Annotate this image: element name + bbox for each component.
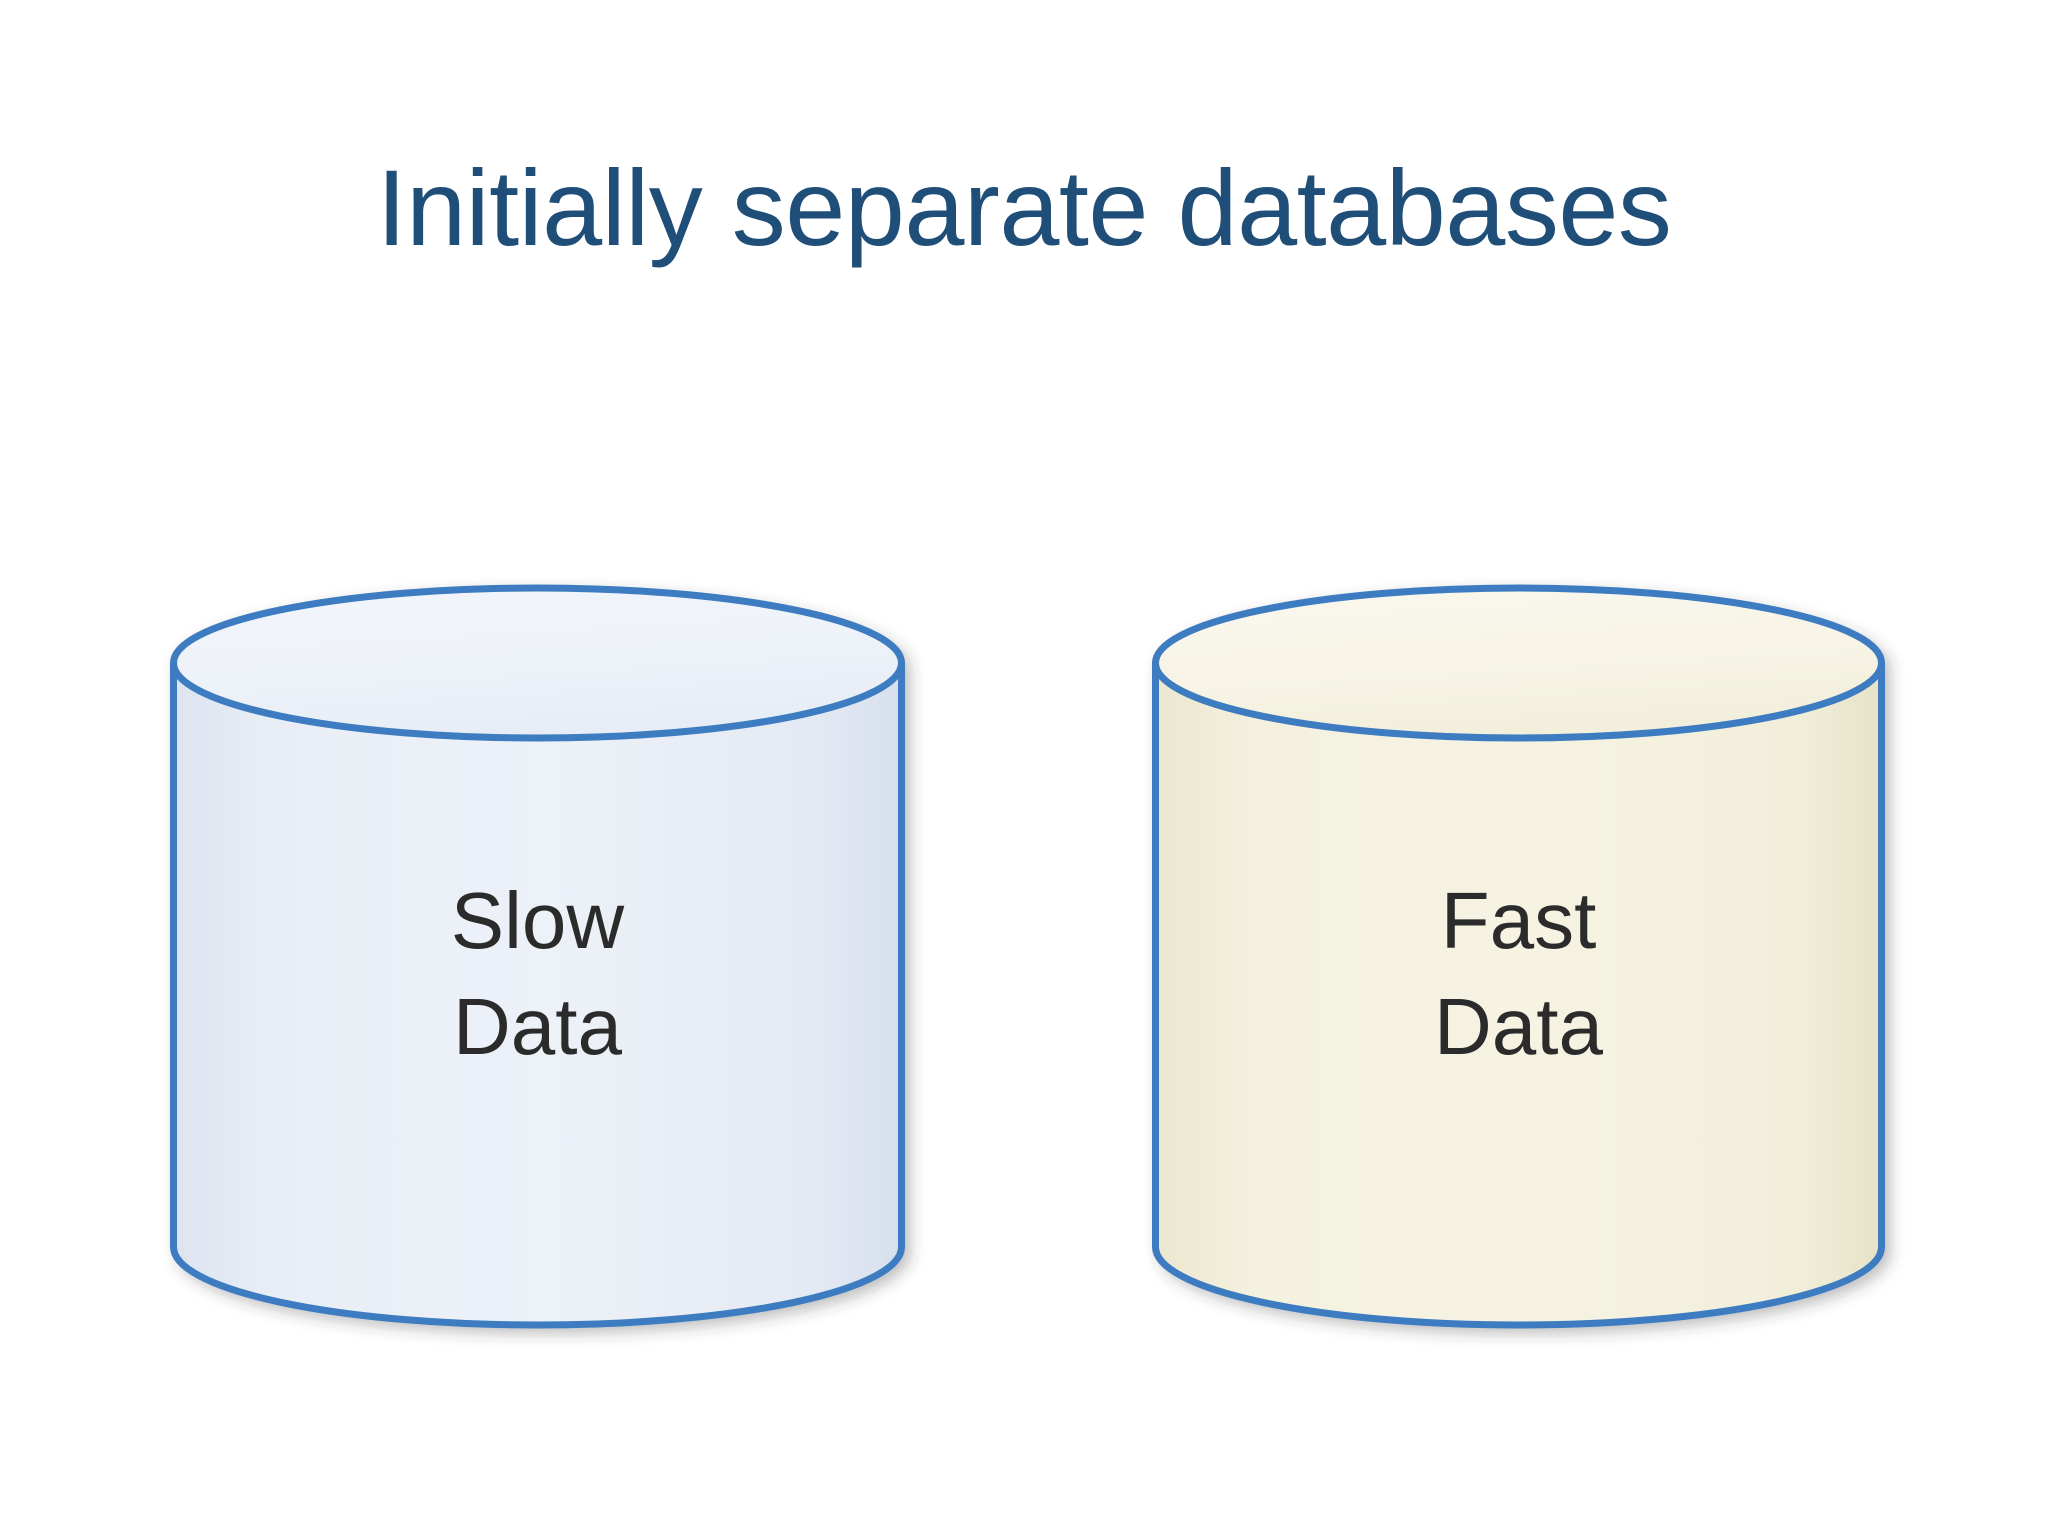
database-cylinder-slow-data[interactable]: Slow Data	[170, 584, 905, 1329]
cylinder-shape-slow-data	[170, 584, 905, 1329]
database-cylinder-fast-data[interactable]: Fast Data	[1152, 584, 1885, 1329]
cylinder-shape-fast-data	[1152, 584, 1885, 1329]
page-title: Initially separate databases	[376, 147, 1672, 268]
